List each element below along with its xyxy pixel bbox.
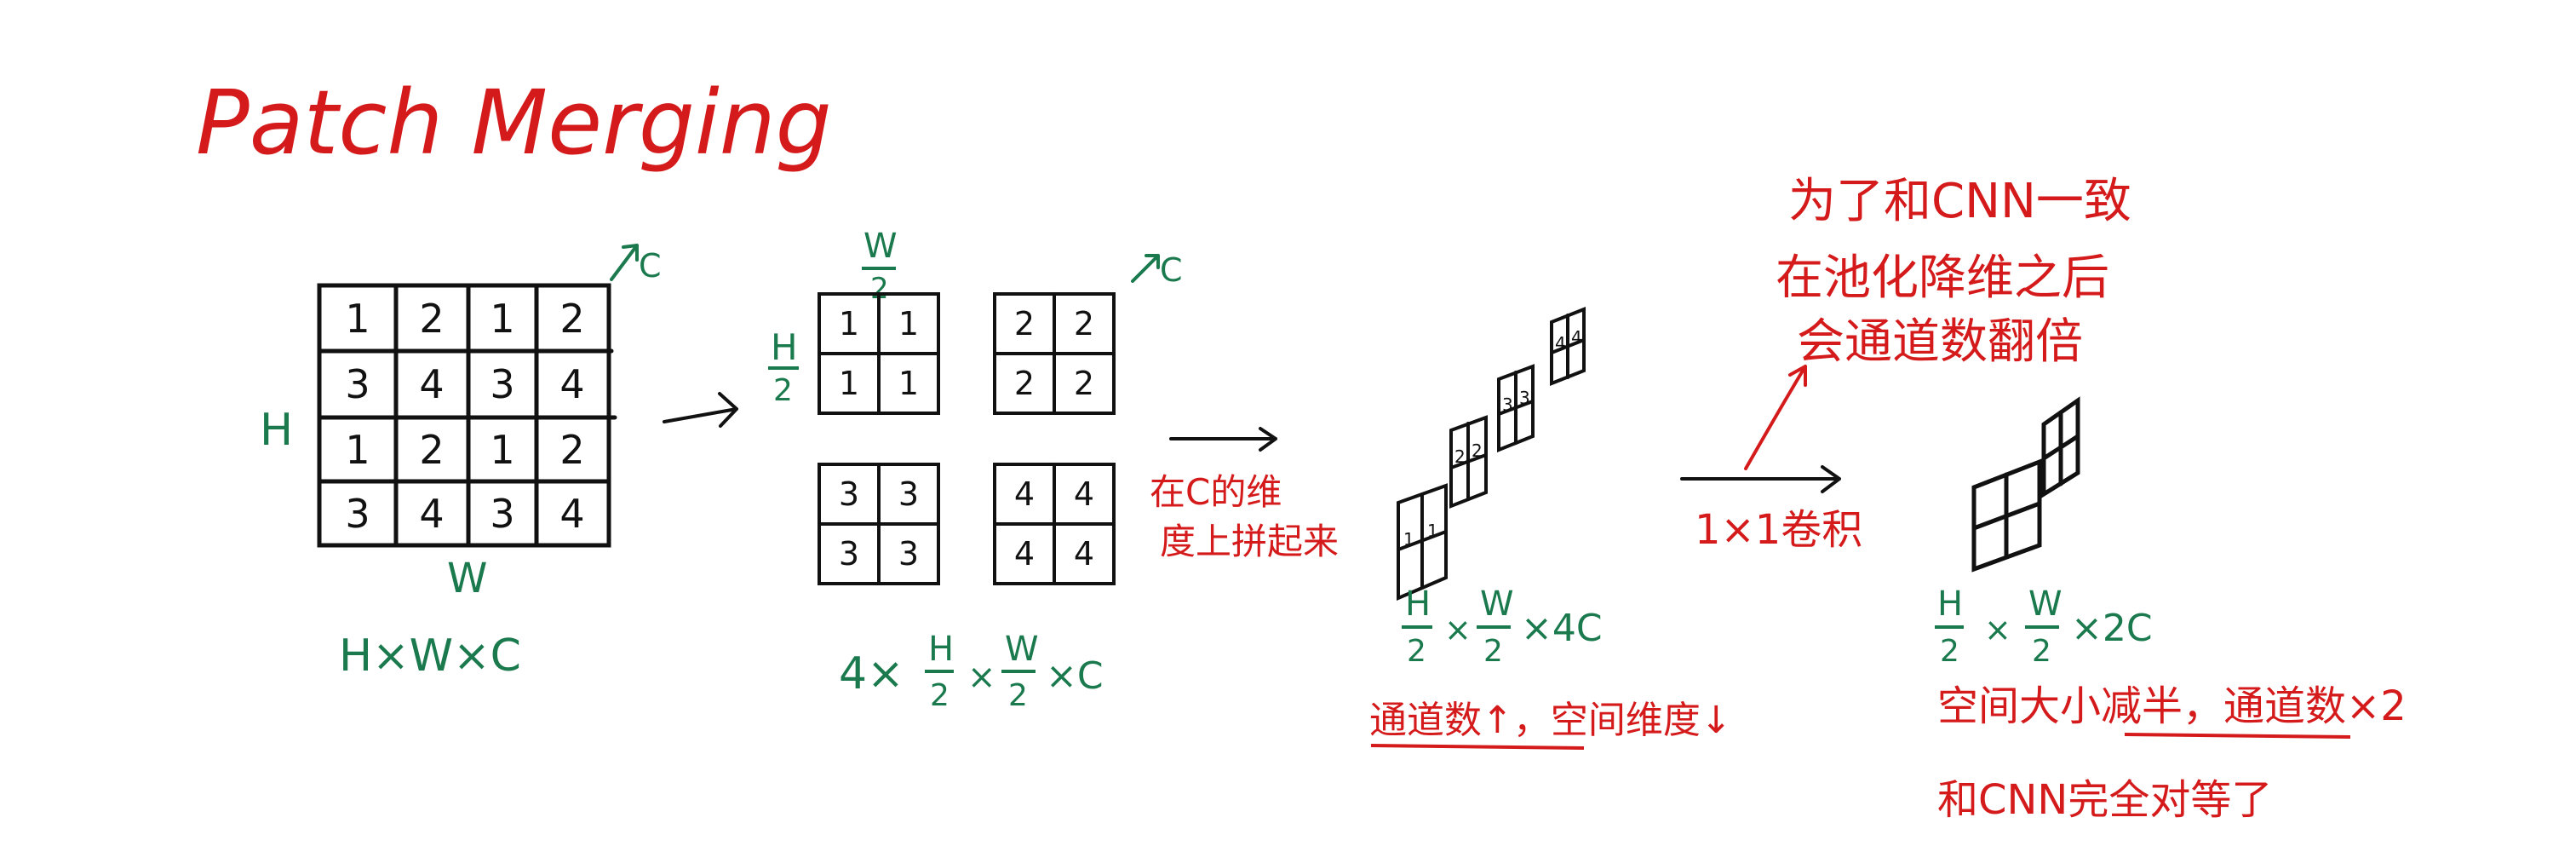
patch-cell: 1 xyxy=(839,305,859,343)
input-cell: 3 xyxy=(490,491,514,537)
stacked-dims-times: × xyxy=(1444,611,1472,648)
svg-text:4: 4 xyxy=(1571,327,1582,348)
input-cell: 2 xyxy=(559,296,584,342)
diagram-title: Patch Merging xyxy=(196,71,832,175)
output-dims-h: H xyxy=(1937,584,1963,624)
right-arrow-icon xyxy=(1680,465,1841,493)
input-cell: 2 xyxy=(559,427,584,473)
patch-3 xyxy=(818,463,940,585)
patch-cell: 3 xyxy=(898,535,919,573)
split-label-c: C xyxy=(1160,251,1183,289)
patch-cell: 2 xyxy=(1014,365,1035,402)
note-pointer-arrow-icon xyxy=(1744,365,1807,470)
split-w-den: 2 xyxy=(870,272,889,306)
svg-text:4: 4 xyxy=(1555,333,1566,354)
svg-text:3: 3 xyxy=(1519,388,1530,408)
patch-cell: 3 xyxy=(839,535,859,573)
stacked-note-underline xyxy=(1370,744,1585,750)
split-dims-den-h: 2 xyxy=(930,678,950,713)
output-dims-w: W xyxy=(2028,584,2063,624)
patch-cell: 4 xyxy=(1074,475,1094,513)
output-note-1: 空间大小减半，通道数×2 xyxy=(1937,682,2407,730)
concat-note-line1: 在C的维 xyxy=(1150,471,1282,513)
patch-cell: 3 xyxy=(898,475,919,513)
split-dims-times: × xyxy=(967,658,996,697)
split-dims-suffix: ×C xyxy=(1046,654,1104,698)
input-cell: 1 xyxy=(490,427,514,473)
right-arrow-icon xyxy=(1169,427,1277,452)
stacked-slices xyxy=(1397,307,1586,602)
split-dims-h: H xyxy=(928,630,954,669)
patch-cell: 2 xyxy=(1014,305,1035,343)
split-h-den: 2 xyxy=(773,373,793,408)
stacked-dims-den-h: 2 xyxy=(1407,634,1426,669)
stacked-note: 通道数↑，空间维度↓ xyxy=(1369,699,1732,742)
stacked-dims-suffix: ×4C xyxy=(1521,607,1603,650)
input-cell: 4 xyxy=(559,491,584,537)
input-cell: 4 xyxy=(419,491,444,537)
stacked-dims-h: H xyxy=(1405,584,1431,624)
patch-cell: 1 xyxy=(839,365,859,402)
input-label-w: W xyxy=(447,555,487,602)
concat-note-line2: 度上拼起来 xyxy=(1160,521,1339,562)
split-dims-w: W xyxy=(1005,630,1039,669)
input-label-h: H xyxy=(260,405,293,456)
input-cell: 3 xyxy=(345,491,370,537)
output-dims-times: × xyxy=(1984,611,2011,648)
input-grid-numbers: 1 2 1 2 3 4 3 4 1 2 1 2 3 4 3 4 xyxy=(345,296,584,537)
patch-cell: 4 xyxy=(1014,535,1035,573)
input-cell: 2 xyxy=(419,427,444,473)
output-dims-suffix: ×2C xyxy=(2071,607,2153,650)
input-dims: H×W×C xyxy=(339,630,521,682)
input-cell: 1 xyxy=(345,296,370,342)
right-arrow-icon xyxy=(663,392,738,428)
conv-note: 1×1卷积 xyxy=(1695,506,1862,554)
input-cell: 3 xyxy=(490,361,514,407)
patch-2 xyxy=(993,292,1116,415)
patch-cell: 2 xyxy=(1074,305,1094,343)
output-dims-den-h: 2 xyxy=(1940,634,1959,669)
channel-arrow-icon xyxy=(1131,254,1160,283)
patch-cell: 1 xyxy=(898,305,919,343)
input-grid xyxy=(317,283,617,548)
output-note-1-underline xyxy=(2124,733,2351,739)
output-dims-den-w: 2 xyxy=(2032,634,2051,669)
patch-cell: 1 xyxy=(898,365,919,402)
svg-text:3: 3 xyxy=(1502,394,1513,415)
input-cell: 2 xyxy=(419,296,444,342)
input-label-c: C xyxy=(639,247,662,285)
patch-cell: 4 xyxy=(1014,475,1035,513)
patch-4 xyxy=(993,463,1116,585)
svg-text:2: 2 xyxy=(1472,440,1483,461)
patch-cell: 3 xyxy=(839,475,859,513)
svg-text:1: 1 xyxy=(1403,529,1414,550)
cnn-note-line1: 为了和CNN一致 xyxy=(1788,174,2131,229)
input-cell: 4 xyxy=(559,361,584,407)
patch-cell: 2 xyxy=(1074,365,1094,402)
svg-text:2: 2 xyxy=(1454,446,1466,467)
stacked-dims-w: W xyxy=(1480,584,1514,624)
input-cell: 1 xyxy=(490,296,514,342)
split-h-num: H xyxy=(771,326,798,368)
patch-1 xyxy=(818,292,940,415)
input-cell: 4 xyxy=(419,361,444,407)
output-note-2: 和CNN完全对等了 xyxy=(1937,776,2272,824)
output-slices xyxy=(1971,396,2080,573)
split-w-num: W xyxy=(863,227,898,266)
stacked-dims-den-w: 2 xyxy=(1483,634,1503,669)
svg-text:1: 1 xyxy=(1427,521,1438,541)
patch-cell: 4 xyxy=(1074,535,1094,573)
cnn-note-line2: 在池化降维之后 xyxy=(1776,250,2109,306)
input-cell: 3 xyxy=(345,361,370,407)
cnn-note-line3: 会通道数翻倍 xyxy=(1797,314,2083,370)
input-cell: 1 xyxy=(345,427,370,473)
split-dims-den-w: 2 xyxy=(1008,678,1028,713)
split-dims-prefix: 4× xyxy=(839,648,904,699)
channel-arrow-icon xyxy=(610,244,639,281)
